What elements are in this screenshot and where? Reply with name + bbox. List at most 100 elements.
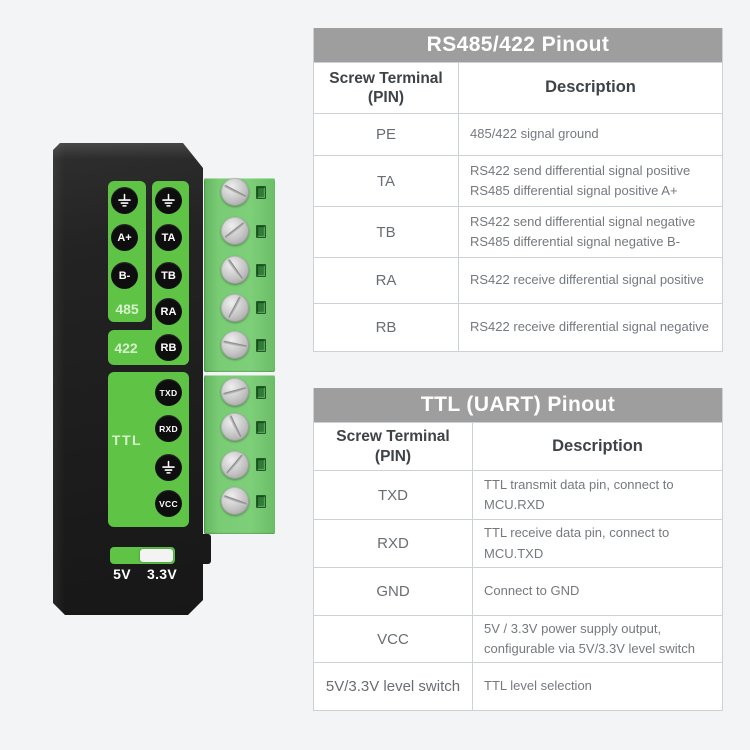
pin-pe-right (155, 187, 182, 214)
column-header-description-label: Description (545, 78, 636, 97)
pin-vcc: VCC (155, 490, 182, 517)
table-row: GND Connect to GND (314, 567, 722, 615)
description-line: MCU.RXD (484, 497, 545, 512)
screw-icon (221, 378, 249, 406)
column-header-description: Description (473, 423, 722, 470)
description-line: RS422 receive differential signal negati… (470, 319, 709, 335)
pin-a-plus-label: A+ (117, 231, 132, 244)
pin-pe-left (111, 187, 138, 214)
description-cell: RS422 receive differential signal positi… (459, 258, 722, 303)
wire-hole (256, 301, 266, 314)
description-line: RS485 differential signal negative B- (470, 234, 681, 249)
description-line: Connect to GND (484, 583, 580, 599)
description-cell: RS422 send differential signal positive … (459, 156, 722, 206)
rs485-pinout-table: RS485/422 Pinout Screw Terminal (PIN) De… (313, 28, 723, 352)
group-label-422: 422 (114, 340, 138, 356)
column-header-pin-line2: (PIN) (374, 447, 412, 465)
pin-rb: RB (155, 334, 182, 361)
column-header-description: Description (459, 63, 722, 113)
column-header-description-label: Description (552, 436, 643, 455)
pin-txd: TXD (155, 379, 182, 406)
description-cell: TTL level selection (473, 663, 722, 710)
table-row: TB RS422 send differential signal negati… (314, 206, 722, 257)
pin-ra-label: RA (160, 305, 177, 318)
table-row: VCC 5V / 3.3V power supply output, confi… (314, 615, 722, 662)
screw-icon (221, 178, 249, 206)
wire-hole (256, 386, 266, 399)
screw-icon (221, 256, 249, 284)
description-line: TTL receive data pin, connect to (484, 525, 670, 541)
column-header-pin-line1: Screw Terminal (329, 69, 443, 87)
description-line: 5V / 3.3V power supply output, (484, 620, 662, 636)
screw-icon (221, 331, 249, 359)
switch-label-5v: 5V (113, 566, 131, 582)
pin-cell: 5V/3.3V level switch (314, 663, 473, 710)
wire-hole (256, 421, 266, 434)
ground-icon (118, 193, 131, 207)
pin-cell: TB (314, 207, 459, 257)
pin-cell: PE (314, 114, 459, 155)
description-cell: TTL transmit data pin, connect to MCU.RX… (473, 471, 722, 519)
description-line: RS422 send differential signal negative (470, 213, 696, 229)
pin-rb-label: RB (160, 341, 177, 354)
description-line: TTL transmit data pin, connect to (484, 476, 674, 492)
wire-hole (256, 225, 266, 238)
column-header-pin-line2: (PIN) (367, 89, 405, 106)
wire-hole (256, 264, 266, 277)
pin-b-minus-label: B- (118, 269, 131, 282)
description-cell: 5V / 3.3V power supply output, configura… (473, 616, 722, 662)
pin-b-minus: B- (111, 262, 138, 289)
column-header-pin-line1: Screw Terminal (336, 428, 450, 446)
pin-tb-label: TB (161, 269, 176, 282)
pin-cell: VCC (314, 616, 473, 662)
ground-icon (162, 460, 175, 474)
column-header-pin: Screw Terminal (PIN) (314, 423, 473, 470)
group-label-ttl: TTL (111, 432, 143, 448)
description-line: TTL level selection (484, 678, 592, 694)
table-header-row: Screw Terminal (PIN) Description (314, 62, 722, 113)
pin-cell: RB (314, 304, 459, 351)
description-line: RS485 differential signal positive A+ (470, 183, 678, 198)
pin-vcc-label: VCC (159, 498, 178, 509)
table-row: PE 485/422 signal ground (314, 113, 722, 155)
pin-ta-label: TA (161, 231, 176, 244)
pin-txd-label: TXD (159, 387, 178, 398)
table-title: TTL (UART) Pinout (314, 388, 722, 422)
pin-cell: TA (314, 156, 459, 206)
pin-a-plus: A+ (111, 224, 138, 251)
pin-cell: GND (314, 568, 473, 615)
pin-ra: RA (155, 298, 182, 325)
table-row: TA RS422 send differential signal positi… (314, 155, 722, 206)
wire-hole (256, 339, 266, 352)
table-title: RS485/422 Pinout (314, 28, 722, 62)
screw-icon (221, 294, 249, 322)
description-line: RS422 send differential signal positive (470, 162, 691, 178)
description-line: 485/422 signal ground (470, 126, 599, 142)
description-cell: 485/422 signal ground (459, 114, 722, 155)
pin-rxd: RXD (155, 415, 182, 442)
table-row: 5V/3.3V level switch TTL level selection (314, 662, 722, 710)
pin-gnd (155, 454, 182, 481)
description-cell: RS422 send differential signal negative … (459, 207, 722, 257)
description-cell: RS422 receive differential signal negati… (459, 304, 722, 351)
description-cell: TTL receive data pin, connect to MCU.TXD (473, 520, 722, 567)
pin-ta: TA (155, 224, 182, 251)
screw-icon (221, 487, 249, 515)
column-header-pin: Screw Terminal (PIN) (314, 63, 459, 113)
screw-icon (221, 413, 249, 441)
description-cell: Connect to GND (473, 568, 722, 615)
level-switch-knob (140, 549, 173, 562)
pin-cell: RXD (314, 520, 473, 567)
pin-cell: TXD (314, 471, 473, 519)
switch-label-3v3: 3.3V (147, 566, 177, 582)
pin-rxd-label: RXD (159, 423, 178, 434)
ground-icon (162, 193, 175, 207)
group-label-485: 485 (115, 301, 139, 317)
description-line: configurable via 5V/3.3V level switch (484, 641, 696, 656)
wire-hole (256, 458, 266, 471)
wire-hole (256, 495, 266, 508)
wire-hole (256, 186, 266, 199)
pin-tb: TB (155, 262, 182, 289)
table-row: RA RS422 receive differential signal pos… (314, 257, 722, 303)
description-line: RS422 receive differential signal positi… (470, 272, 704, 288)
